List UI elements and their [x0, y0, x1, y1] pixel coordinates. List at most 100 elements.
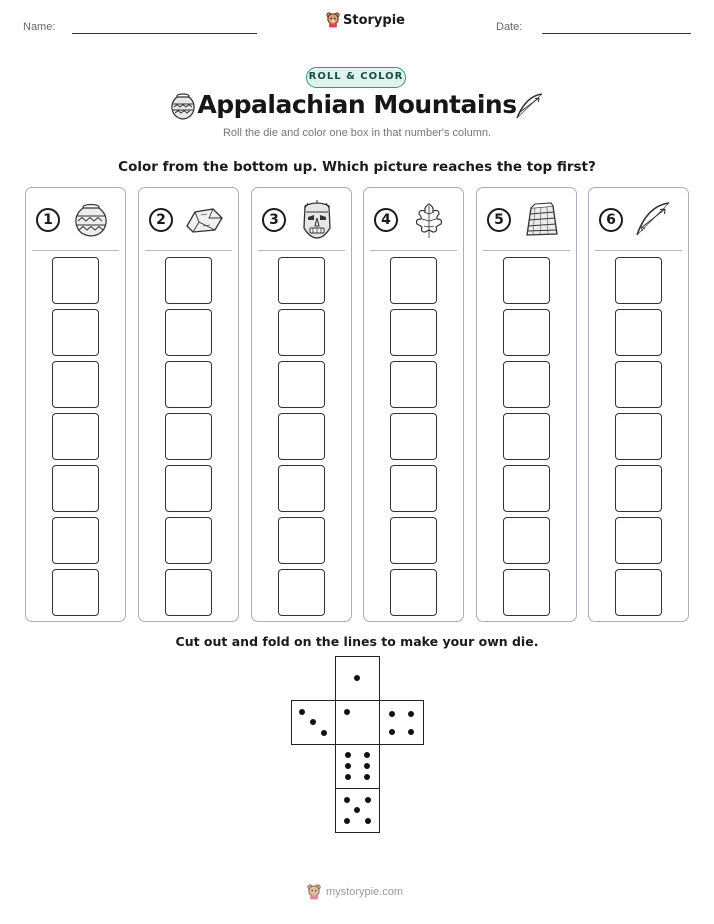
color-box[interactable]	[503, 309, 550, 356]
color-box[interactable]	[165, 569, 212, 616]
color-box[interactable]	[503, 517, 550, 564]
die-face	[379, 700, 424, 745]
name-line[interactable]	[72, 33, 257, 34]
die-pip	[345, 752, 351, 758]
die-pip	[345, 774, 351, 780]
color-box[interactable]	[615, 569, 662, 616]
die-pip	[408, 711, 414, 717]
carved-mask-icon	[303, 200, 331, 239]
color-box[interactable]	[52, 465, 99, 512]
bow-arrow-icon	[636, 202, 670, 236]
color-box[interactable]	[615, 413, 662, 460]
color-box[interactable]	[165, 309, 212, 356]
die-pip	[364, 763, 370, 769]
color-box[interactable]	[52, 517, 99, 564]
column-number: 2	[149, 208, 173, 232]
color-box[interactable]	[278, 309, 325, 356]
clay-pot-icon	[75, 203, 107, 237]
brand-logo: Storypie	[326, 12, 405, 28]
column-5: 5	[476, 187, 577, 622]
column-number: 3	[262, 208, 286, 232]
color-box[interactable]	[390, 257, 437, 304]
color-box[interactable]	[278, 257, 325, 304]
oak-leaf-icon	[415, 203, 443, 238]
page-subtitle: Roll the die and color one box in that n…	[222, 127, 492, 139]
color-box[interactable]	[615, 257, 662, 304]
color-box[interactable]	[615, 465, 662, 512]
roll-color-badge: ROLL & COLOR	[306, 67, 406, 88]
color-box[interactable]	[615, 517, 662, 564]
die-pip	[344, 818, 350, 824]
stone-rock-icon	[186, 208, 223, 233]
die-pip	[344, 709, 350, 715]
color-box[interactable]	[390, 309, 437, 356]
date-line[interactable]	[542, 33, 691, 34]
die-pip	[299, 709, 305, 715]
column-4: 4	[363, 187, 464, 622]
woven-basket-icon	[526, 202, 558, 236]
instruction-text: Color from the bottom up. Which picture …	[118, 159, 596, 175]
color-box[interactable]	[503, 465, 550, 512]
die-pip	[364, 774, 370, 780]
color-box[interactable]	[390, 517, 437, 564]
die-pip	[408, 729, 414, 735]
color-box[interactable]	[503, 361, 550, 408]
die-pip	[321, 730, 327, 736]
color-box[interactable]	[615, 309, 662, 356]
color-box[interactable]	[52, 309, 99, 356]
color-box[interactable]	[52, 257, 99, 304]
column-header: 3	[252, 188, 351, 250]
color-box[interactable]	[52, 413, 99, 460]
clay-pot-icon	[171, 93, 195, 120]
brand-name: Storypie	[343, 12, 405, 28]
color-box[interactable]	[52, 361, 99, 408]
color-box[interactable]	[165, 517, 212, 564]
color-box[interactable]	[165, 413, 212, 460]
name-label: Name:	[23, 21, 56, 33]
color-box[interactable]	[278, 361, 325, 408]
page-title: Appalachian Mountains	[197, 90, 517, 119]
die-pip	[389, 729, 395, 735]
die-face	[335, 700, 380, 745]
color-box[interactable]	[52, 569, 99, 616]
die-pip	[389, 711, 395, 717]
column-number: 1	[36, 208, 60, 232]
die-pip	[365, 797, 371, 803]
die-face	[335, 656, 380, 701]
die-face	[291, 700, 336, 745]
die-face	[335, 788, 380, 833]
bear-mascot-icon	[326, 12, 340, 28]
color-box[interactable]	[503, 569, 550, 616]
color-box[interactable]	[390, 361, 437, 408]
color-box[interactable]	[165, 361, 212, 408]
column-header: 4	[364, 188, 463, 250]
die-face	[335, 744, 380, 789]
color-box[interactable]	[278, 517, 325, 564]
die-pip	[345, 763, 351, 769]
color-box[interactable]	[615, 361, 662, 408]
column-header: 5	[477, 188, 576, 250]
column-number: 6	[599, 208, 623, 232]
column-6: 6	[588, 187, 689, 622]
bow-arrow-icon	[516, 93, 543, 119]
die-instruction: Cut out and fold on the lines to make yo…	[175, 634, 539, 649]
color-box[interactable]	[390, 569, 437, 616]
column-header: 1	[26, 188, 125, 250]
color-box[interactable]	[278, 413, 325, 460]
column-1: 1	[25, 187, 126, 622]
column-2: 2	[138, 187, 239, 622]
color-box[interactable]	[390, 465, 437, 512]
color-box[interactable]	[165, 465, 212, 512]
die-pip	[344, 797, 350, 803]
footer-url[interactable]: mystorypie.com	[326, 886, 404, 898]
color-box[interactable]	[503, 413, 550, 460]
column-header: 2	[139, 188, 238, 250]
color-box[interactable]	[278, 569, 325, 616]
date-label: Date:	[496, 21, 523, 33]
color-box[interactable]	[503, 257, 550, 304]
column-number: 4	[374, 208, 398, 232]
color-box[interactable]	[278, 465, 325, 512]
die-pip	[365, 818, 371, 824]
color-box[interactable]	[390, 413, 437, 460]
color-box[interactable]	[165, 257, 212, 304]
